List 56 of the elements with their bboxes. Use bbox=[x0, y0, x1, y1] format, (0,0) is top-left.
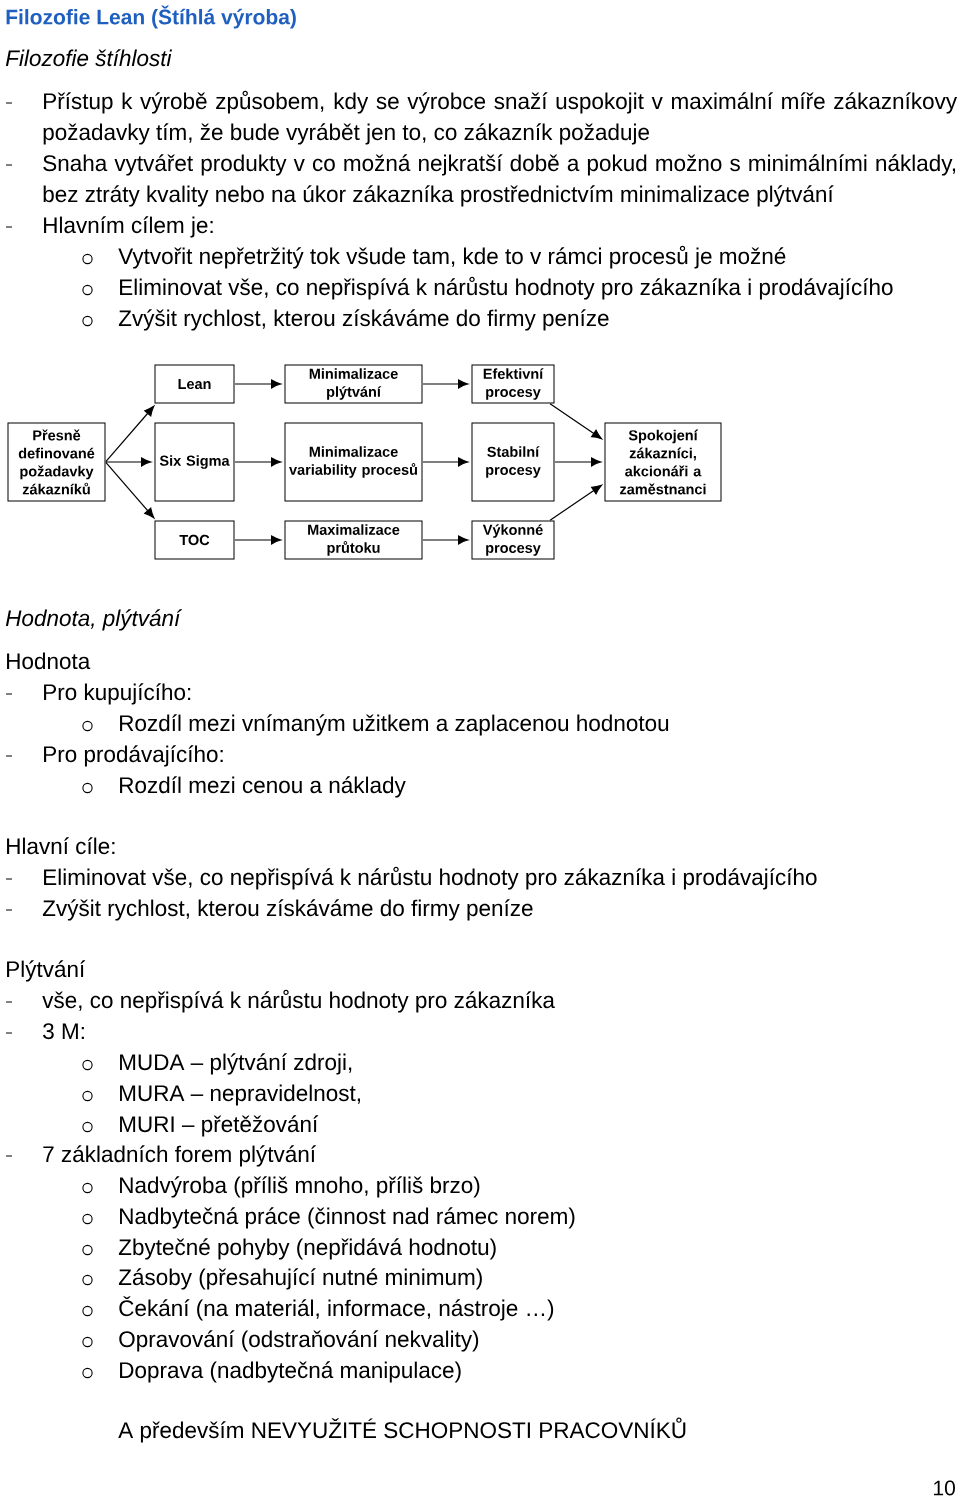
section-heading: Plýtvání bbox=[7, 960, 86, 982]
arrow bbox=[422, 379, 469, 389]
list-item: Pro kupujícího: bbox=[44, 683, 191, 705]
list-item: Zbytečné pohyby (nepřidává hodnotu) bbox=[118, 1238, 496, 1260]
list-item: vše, co nepřispívá k nárůstu hodnoty pro zákazníka bbox=[42, 989, 555, 1013]
arrow bbox=[234, 379, 282, 389]
arrow bbox=[422, 535, 469, 545]
heading: Filozofie Lean (Štíhlá výroba) bbox=[6, 5, 296, 29]
process-box: Efektivní procesy bbox=[471, 364, 555, 404]
section-heading: Hlavní cíle: bbox=[7, 837, 115, 855]
section-heading: Filozofie štíhlosti bbox=[5, 49, 172, 67]
arrow bbox=[234, 535, 282, 545]
process-box: Lean bbox=[154, 364, 235, 404]
list-item: Eliminovat vše, co nepřispívá k nárůstu hodnoty pro zákazníka i prodávajícího bbox=[120, 276, 893, 300]
list-item: Zvýšit rychlost, kterou získáváme do firmy peníze bbox=[42, 899, 533, 921]
process-box: TOC bbox=[154, 520, 235, 560]
arrow bbox=[105, 457, 152, 467]
list-item: Vytvořit nepřetržitý tok všude tam, kde to v rámci procesů je možné bbox=[118, 245, 786, 269]
process-box: Spokojení zákazníci, akcionáři a zaměstnanci bbox=[604, 422, 722, 502]
list-item: Hlavním cílem je: bbox=[44, 216, 213, 238]
list-item: MURA – nepravidelnost, bbox=[120, 1084, 360, 1106]
list-item: Čekání (na materiál, informace, nástroje …) bbox=[119, 1296, 554, 1321]
list-item: Eliminovat vše, co nepřispívá k nárůstu hodnoty pro zákazníka i prodávajícího bbox=[44, 866, 817, 890]
list-item: Snaha vytvářet produkty v co možná nejkratší době a pokud možno s minimálními náklady, bez ztráty kvality nebo na úkor zákazníka prostřednictvím minimalizace plýtvání bbox=[43, 154, 956, 207]
process-box: Maximalizace průtoku bbox=[284, 520, 423, 560]
list-item: Nadvýroba (příliš mnoho, příliš brzo) bbox=[120, 1176, 480, 1198]
arrow bbox=[105, 461, 155, 519]
arrow bbox=[105, 405, 155, 463]
process-box: Stabilní procesy bbox=[471, 422, 555, 502]
list-item: Zásoby (přesahující nutné minimum) bbox=[118, 1268, 482, 1290]
list-item: 3 M: bbox=[43, 1023, 84, 1040]
process-box: Minimalizace variability procesů bbox=[284, 422, 423, 502]
list-item: Rozdíl mezi cenou a náklady bbox=[120, 776, 406, 798]
section-heading: Hodnota bbox=[7, 652, 91, 670]
process-box: Výkonné procesy bbox=[471, 520, 555, 560]
list-item: Rozdíl mezi vnímaným užitkem a zaplacenou hodnotou bbox=[120, 714, 669, 736]
arrow bbox=[554, 457, 602, 467]
list-item: Přístup k výrobě způsobem, kdy se výrobce snaží uspokojit v maximální míře zákazníkovy požadavky tím, že bude vyrábět jen to, co zákazník požaduje bbox=[43, 90, 958, 145]
list-item: MURI – přetěžování bbox=[120, 1115, 319, 1137]
arrow bbox=[549, 484, 602, 521]
list-item: Doprava (nadbytečná manipulace) bbox=[120, 1361, 461, 1383]
process-box: Přesně definované požadavky zákazníků bbox=[7, 422, 106, 502]
arrow bbox=[422, 457, 469, 467]
section-heading: Hodnota, plýtvání bbox=[5, 609, 183, 631]
process-box: Minimalizace plýtvání bbox=[284, 364, 423, 404]
process-box: Six Sigma bbox=[154, 422, 235, 502]
arrow bbox=[549, 403, 602, 440]
list-item: Opravování (odstraňování nekvality) bbox=[119, 1330, 479, 1352]
page-number: 10 bbox=[934, 1480, 955, 1496]
note: A především NEVYUŽITÉ SCHOPNOSTI PRACOVNÍKŮ bbox=[118, 1417, 686, 1443]
list-item: MUDA – plýtvání zdroji, bbox=[120, 1053, 352, 1075]
list-item: 7 základních forem plýtvání bbox=[43, 1145, 316, 1167]
list-item: Zvýšit rychlost, kterou získáváme do firmy peníze bbox=[118, 309, 609, 331]
list-item: Pro prodávajícího: bbox=[44, 745, 223, 767]
arrow bbox=[234, 457, 282, 467]
list-item: Nadbytečná práce (činnost nad rámec norem) bbox=[120, 1207, 575, 1229]
